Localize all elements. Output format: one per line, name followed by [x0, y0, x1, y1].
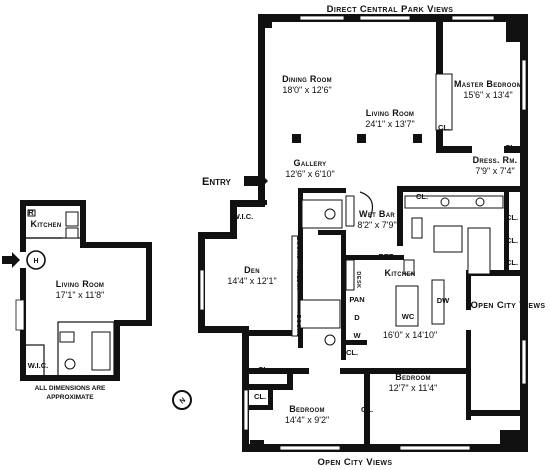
ref-label: REF — [379, 252, 394, 261]
staff-entry-marker: H — [2, 250, 46, 270]
dressing-room-dims: 7'9" x 7'4" — [475, 166, 514, 176]
gallery-dims: 12'6" x 6'10" — [285, 169, 334, 179]
closet-right-1-label: CL. — [506, 213, 518, 222]
bedroom-2-title: Bedroom — [395, 372, 431, 382]
books-lower-label: BOOKS — [295, 315, 301, 338]
master-bedroom-title: Master Bedroom — [454, 79, 522, 89]
dining-room-title: Dining Room — [282, 74, 332, 84]
dining-room-dims: 18'0" x 12'6" — [282, 85, 331, 95]
closet-master-2-label: CL. — [505, 143, 517, 152]
refrigerator-staff-label: R — [28, 208, 34, 217]
closet-kitchen-label: CL. — [346, 348, 358, 357]
bedroom-1-dims: 14'4" x 9'2" — [285, 415, 329, 425]
closet-right-3-label: CL. — [506, 258, 518, 267]
den-title: Den — [244, 265, 260, 275]
dimensions-note-line-2: APPROXIMATE — [46, 394, 94, 401]
gallery-title: Gallery — [294, 158, 327, 168]
pantry-label: PAN — [349, 295, 364, 304]
compass-label: N — [179, 397, 187, 406]
closet-right-2-label: CL. — [506, 236, 518, 245]
staff-suite — [15, 200, 152, 381]
staff-living-room-dims: 17'1" x 11'8" — [56, 290, 105, 300]
compass: N — [172, 390, 192, 410]
living-room-title: Living Room — [366, 108, 414, 118]
kitchen-dims: 16'0" x 14'10" — [383, 330, 437, 340]
closet-bedroom-1-label: CL. — [258, 365, 270, 374]
dressing-room-title: Dress. Rm. — [473, 155, 518, 165]
media-label: MEDIA — [295, 270, 301, 290]
dryer-label: D — [354, 313, 360, 322]
dimensions-note-line-1: ALL DIMENSIONS ARE — [35, 385, 106, 392]
closet-bedroom-1b-label: CL. — [254, 392, 266, 401]
view-top: Direct Central Park Views — [327, 4, 454, 15]
books-upper-label: BOOKS — [295, 237, 301, 260]
wc-label: WC — [402, 312, 415, 321]
wet-bar-title: Wet Bar — [359, 209, 395, 219]
staff-living-room-title: Living Room — [56, 279, 104, 289]
bedroom-1-title: Bedroom — [289, 404, 325, 414]
washer-label: W — [353, 331, 361, 340]
wic-den-label: W.I.C. — [233, 212, 253, 221]
h-label: H — [33, 258, 38, 265]
view-bottom: Open City Views — [317, 457, 392, 468]
living-room-dims: 24'1" x 13'7" — [365, 119, 414, 129]
staff-kitchen-title: Kitchen — [31, 219, 62, 229]
wet-bar-dims: 8'2" x 7'9" — [357, 220, 396, 230]
dw-label: DW — [437, 296, 450, 305]
master-bedroom-dims: 15'6" x 13'4" — [463, 90, 512, 100]
desk-label: DESK — [355, 271, 361, 288]
closet-bedroom-2-label: CL. — [361, 405, 373, 414]
entry-arrow: Entry — [202, 171, 268, 191]
closet-dress-label: CL. — [416, 192, 428, 201]
windows — [199, 15, 527, 451]
kitchen-title: Kitchen — [385, 268, 416, 278]
wic-staff-label: W.I.C. — [28, 361, 48, 370]
bedroom-2-dims: 12'7" x 11'4" — [389, 383, 438, 393]
view-right: Open City Views — [470, 300, 545, 311]
fixtures — [291, 73, 504, 346]
closet-master-label: CL. — [438, 123, 450, 132]
den-dims: 14'4" x 12'1" — [227, 276, 276, 286]
entry-label: Entry — [202, 176, 231, 188]
